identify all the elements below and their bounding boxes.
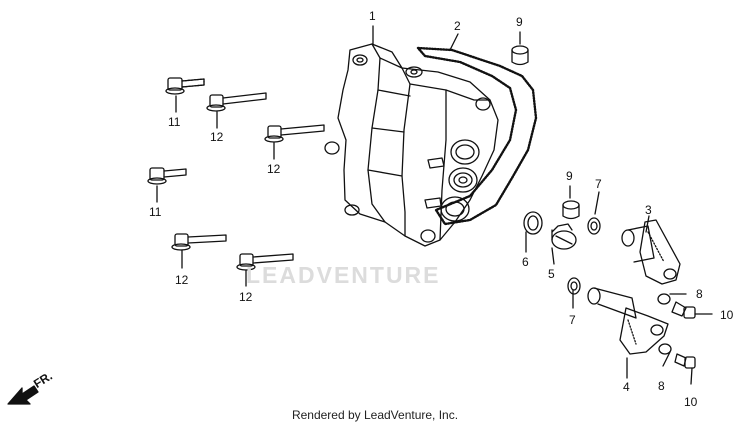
rocker-arm-lower bbox=[587, 287, 669, 355]
callout-9-upper: 9 bbox=[516, 15, 523, 29]
callout-8-upper: 8 bbox=[696, 287, 703, 301]
callout-12-d: 12 bbox=[239, 290, 253, 304]
long-bolt-a bbox=[206, 92, 267, 112]
callout-10-lower: 10 bbox=[684, 395, 698, 409]
callout-2: 2 bbox=[454, 19, 461, 33]
callout-12-b: 12 bbox=[267, 162, 281, 176]
callout-10-upper: 10 bbox=[720, 308, 734, 322]
long-bolt-c bbox=[171, 233, 227, 251]
sealing-plug bbox=[551, 223, 577, 250]
callout-4: 4 bbox=[623, 380, 630, 394]
dowel-pin-lower bbox=[562, 200, 580, 220]
callout-8-lower: 8 bbox=[658, 379, 665, 393]
long-bolt-b bbox=[264, 124, 325, 143]
small-washer-upper bbox=[657, 293, 671, 305]
footer-credit: Rendered by LeadVenture, Inc. bbox=[291, 408, 459, 422]
dowel-pin-upper bbox=[511, 45, 529, 66]
flange-bolt-lower bbox=[147, 167, 187, 185]
long-bolt-d bbox=[236, 253, 294, 271]
o-ring bbox=[523, 211, 543, 235]
washer-lower bbox=[567, 277, 581, 295]
callout-1: 1 bbox=[369, 9, 376, 23]
small-bolt-lower bbox=[674, 353, 696, 369]
cylinder-head-cover bbox=[324, 43, 499, 247]
flange-bolt-upper bbox=[165, 77, 205, 95]
small-bolt-upper bbox=[671, 301, 696, 319]
washer-upper bbox=[587, 217, 601, 235]
callout-7-lower: 7 bbox=[569, 313, 576, 327]
callout-11-lower: 11 bbox=[149, 205, 162, 219]
callout-7-upper: 7 bbox=[595, 177, 602, 191]
callout-6: 6 bbox=[522, 255, 529, 269]
callout-12-c: 12 bbox=[175, 273, 189, 287]
callout-5: 5 bbox=[548, 267, 555, 281]
rocker-arm-upper bbox=[621, 219, 681, 285]
front-direction-arrow bbox=[7, 385, 39, 405]
callout-11-upper: 11 bbox=[168, 115, 181, 129]
callout-9-lower: 9 bbox=[566, 169, 573, 183]
small-washer-lower bbox=[658, 343, 672, 355]
callout-3: 3 bbox=[645, 203, 652, 217]
watermark: LEADVENTURE bbox=[246, 262, 441, 288]
callout-12-a: 12 bbox=[210, 130, 224, 144]
